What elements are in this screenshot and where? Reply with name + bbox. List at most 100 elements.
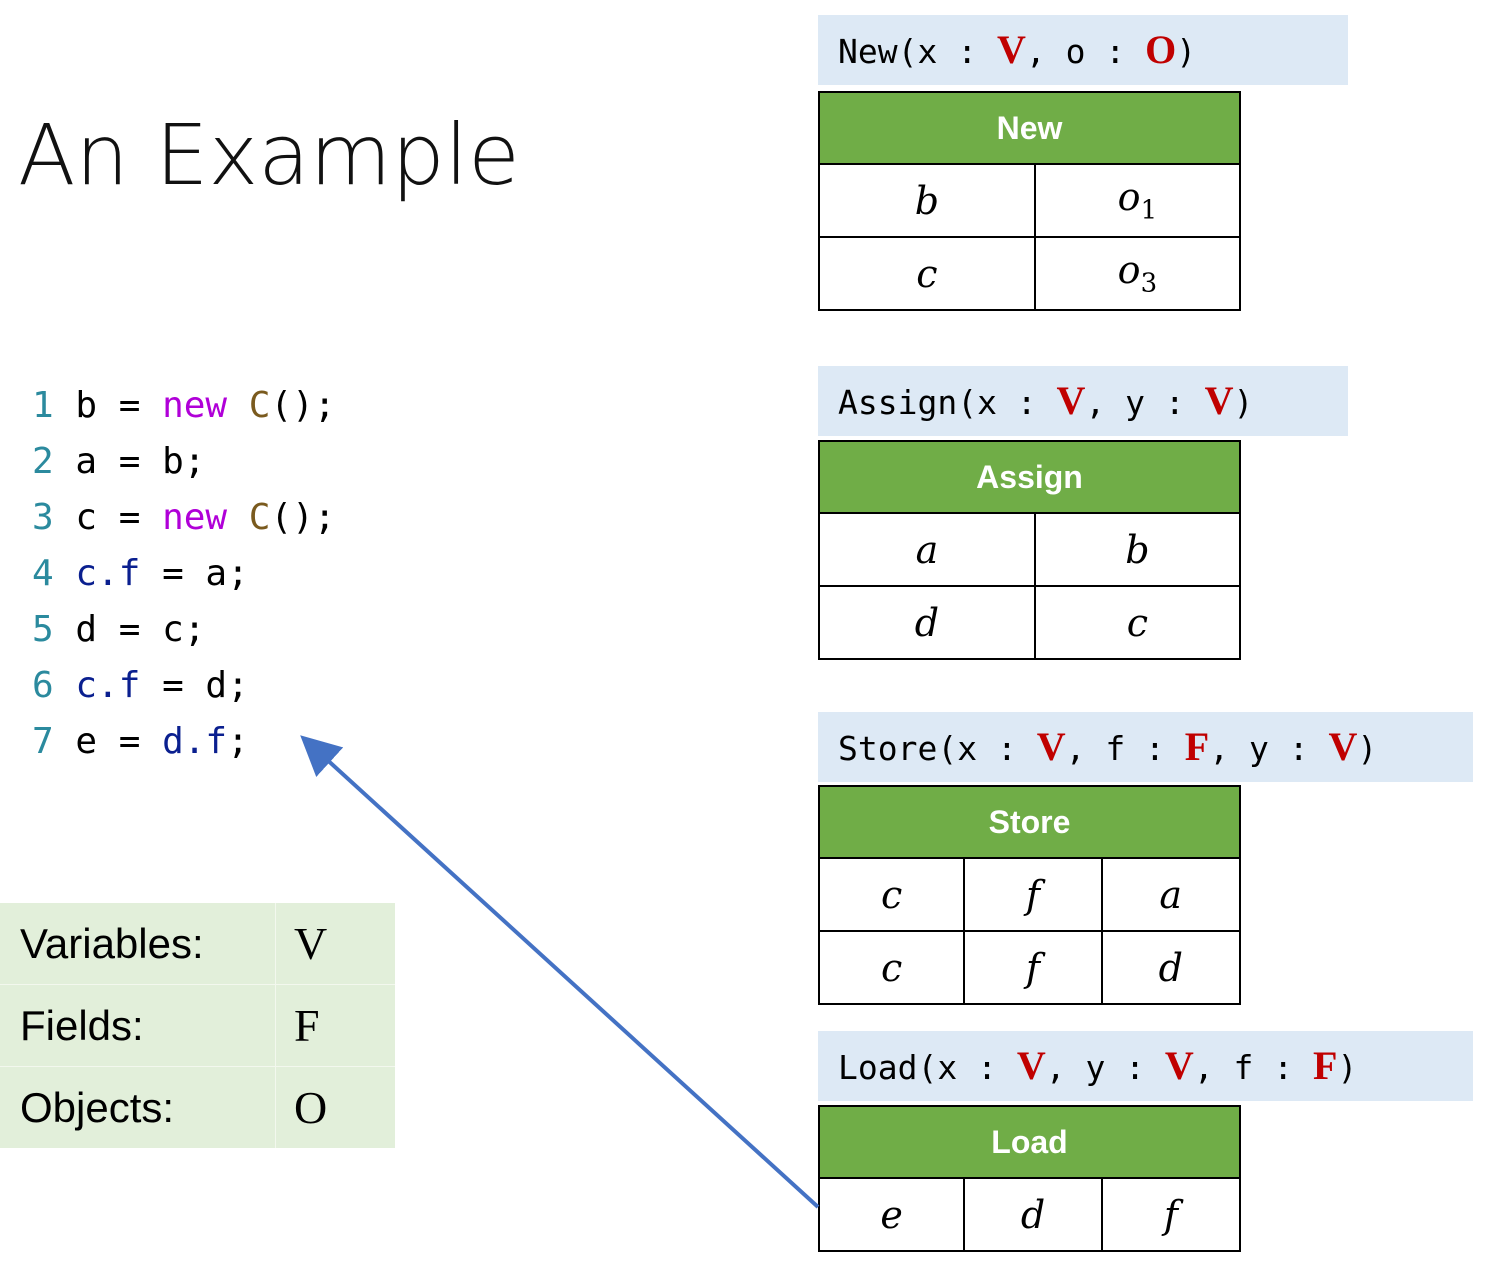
- code-line: 4 c.f = a;: [32, 546, 336, 602]
- code-token: = d;: [140, 665, 249, 706]
- code-token: C: [248, 385, 271, 426]
- relation-cell: e: [817, 1177, 966, 1252]
- code-line: 1 b = new C();: [32, 378, 336, 434]
- domain-type: V: [1328, 724, 1358, 769]
- cell-value: a: [915, 527, 939, 572]
- relation-cell: a: [1100, 857, 1242, 932]
- line-number: 6: [32, 665, 54, 706]
- arrow-line: [300, 735, 820, 1209]
- signature-text: , f :: [1193, 1048, 1314, 1087]
- cell-value: c: [1126, 600, 1149, 645]
- code-token: e =: [75, 721, 163, 762]
- cell-value: d: [1158, 945, 1183, 990]
- code-line: 2 a = b;: [32, 434, 336, 490]
- relation-cell: f: [1100, 1177, 1242, 1252]
- code-token: c.f: [75, 665, 141, 706]
- cell-value: d: [1020, 1192, 1046, 1237]
- domain-label: Variables:: [0, 903, 276, 985]
- signature-text: ): [1337, 1048, 1358, 1087]
- cell-subscript: 1: [1140, 195, 1158, 226]
- domain-type: F: [1184, 724, 1210, 769]
- cell-value: o: [1117, 175, 1141, 220]
- signature-new: New(x : V, o : O): [818, 15, 1348, 85]
- domain-label: Objects:: [0, 1066, 276, 1148]
- domain-row-fields: Fields: F: [0, 984, 395, 1067]
- domain-type: V: [1056, 378, 1086, 423]
- cell-value: c: [880, 945, 903, 990]
- relation-cell: d: [963, 1177, 1103, 1252]
- relation-row: c o3: [818, 236, 1242, 311]
- signature-assign: Assign(x : V, y : V): [818, 366, 1348, 436]
- code-line: 6 c.f = d;: [32, 658, 336, 714]
- cell-value: a: [1159, 872, 1183, 917]
- page-title: An Example: [18, 106, 520, 204]
- code-line: 5 d = c;: [32, 602, 336, 658]
- code-token: new: [162, 385, 228, 426]
- code-line: 7 e = d.f;: [32, 714, 336, 770]
- relation-cell: d: [818, 585, 1036, 660]
- cell-value: b: [914, 178, 940, 223]
- domain-type: V: [1204, 378, 1234, 423]
- line-number: 7: [32, 721, 54, 762]
- code-token: b =: [75, 385, 163, 426]
- relation-cell: b: [1033, 512, 1242, 587]
- relation-row: b o1: [818, 163, 1242, 238]
- cell-subscript: 3: [1140, 268, 1158, 299]
- signature-text: ): [1357, 729, 1378, 768]
- domain-symbol: F: [275, 984, 395, 1067]
- cell-value: c: [916, 251, 938, 296]
- line-number: 5: [32, 609, 54, 650]
- line-number: 1: [32, 385, 54, 426]
- relation-header: New: [818, 91, 1241, 165]
- code-token: ();: [270, 385, 336, 426]
- code-token: d.f: [162, 721, 228, 762]
- relation-cell: c: [817, 857, 966, 932]
- code-token: C: [248, 497, 271, 538]
- relation-cell: c: [818, 236, 1036, 311]
- cell-value: d: [914, 600, 940, 645]
- domain-type: O: [1145, 27, 1177, 72]
- signature-store: Store(x : V, f : F, y : V): [818, 712, 1473, 782]
- signature-text: New(x :: [838, 32, 997, 71]
- domain-type: V: [1016, 1043, 1046, 1088]
- relation-cell: d: [1100, 930, 1242, 1005]
- code-token: ();: [270, 497, 336, 538]
- code-block: 1 b = new C();2 a = b;3 c = new C();4 c.…: [32, 378, 336, 770]
- relation-cell: f: [963, 857, 1103, 932]
- signature-text: Assign(x :: [838, 383, 1057, 422]
- domain-legend: Variables: V Fields: F Objects: O: [0, 903, 395, 1148]
- code-token: ;: [227, 721, 249, 762]
- cell-value: c: [880, 872, 903, 917]
- relation-cell: a: [818, 512, 1036, 587]
- signature-text: , f :: [1065, 729, 1185, 768]
- signature-text: , y :: [1085, 383, 1205, 422]
- signature-text: Store(x :: [838, 729, 1037, 768]
- code-token: d = c;: [75, 609, 206, 650]
- signature-text: , o :: [1025, 32, 1146, 71]
- signature-text: , y :: [1045, 1048, 1165, 1087]
- relation-table-store: Store c f a c f d: [817, 785, 1242, 1005]
- domain-row-variables: Variables: V: [0, 903, 395, 985]
- relation-cell: c: [1033, 585, 1242, 660]
- relation-cell: c: [817, 930, 966, 1005]
- relation-table-load: Load e d f: [817, 1105, 1242, 1252]
- cell-value: f: [1025, 945, 1040, 990]
- relation-header: Load: [818, 1105, 1241, 1179]
- cell-value: f: [1163, 1192, 1178, 1237]
- relation-header: Store: [818, 785, 1241, 859]
- line-number: 2: [32, 441, 54, 482]
- code-token: = a;: [140, 553, 249, 594]
- cell-value: e: [880, 1192, 903, 1237]
- line-number: 4: [32, 553, 54, 594]
- domain-symbol: O: [275, 1066, 395, 1148]
- relation-cell: o1: [1033, 163, 1242, 238]
- relation-cell: f: [963, 930, 1103, 1005]
- relation-cell: b: [818, 163, 1036, 238]
- cell-value: o: [1117, 248, 1141, 293]
